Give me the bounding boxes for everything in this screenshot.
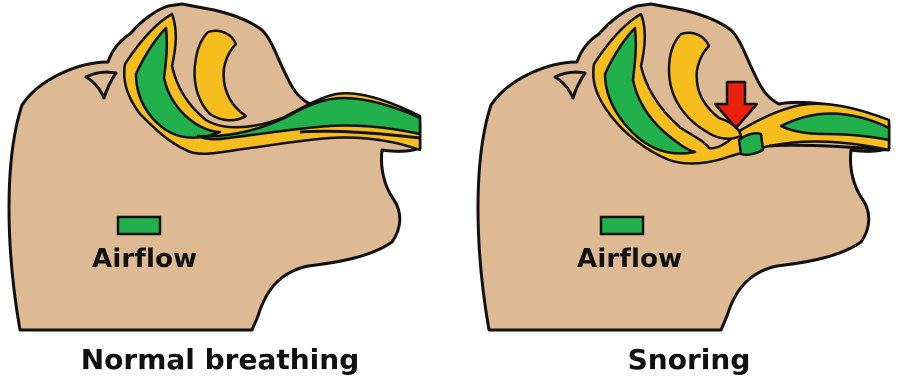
snoring-diagram	[469, 0, 909, 340]
snoring-caption: Snoring	[469, 343, 909, 376]
normal-breathing-panel: Airflow Normal breathing	[0, 0, 440, 382]
normal-breathing-diagram	[0, 0, 440, 340]
normal-breathing-caption: Normal breathing	[0, 343, 440, 376]
airflow-legend-label: Airflow	[92, 244, 197, 274]
snoring-panel: Airflow Snoring	[469, 0, 909, 382]
obstructed-airway	[739, 133, 763, 155]
airflow-legend-swatch	[601, 217, 643, 234]
airflow-legend-label: Airflow	[577, 244, 682, 274]
airflow-legend-swatch	[118, 217, 160, 234]
